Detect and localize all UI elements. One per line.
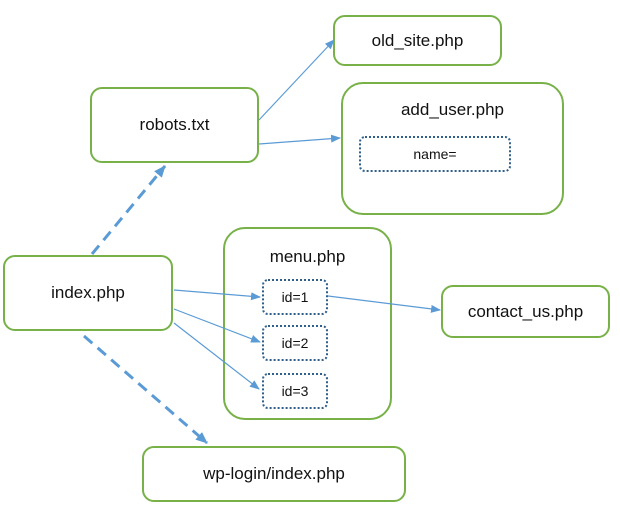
param-id-2: id=2	[262, 325, 328, 361]
node-label: add_user.php	[400, 100, 505, 119]
node-label: menu.php	[269, 247, 346, 266]
param-name: name=	[359, 136, 511, 172]
param-label: id=3	[281, 383, 309, 399]
edge-index-to-robots	[90, 165, 167, 255]
edge-robots-to-add-user	[258, 134, 341, 145]
param-id-3: id=3	[262, 373, 328, 409]
node-menu-php: menu.php id=1 id=2 id=3	[223, 227, 392, 420]
node-label: wp-login/index.php	[203, 464, 345, 483]
node-label: index.php	[51, 283, 125, 302]
node-index-php: index.php	[3, 255, 173, 331]
param-label: id=2	[281, 335, 309, 351]
param-label: id=1	[281, 289, 309, 305]
node-label: contact_us.php	[467, 301, 584, 321]
node-contact-us-php: contact_us.php	[441, 285, 610, 338]
edge-index-to-wp-login	[83, 334, 208, 445]
node-add-user-php: add_user.php name=	[341, 82, 564, 215]
node-label: robots.txt	[139, 115, 210, 134]
node-robots-txt: robots.txt	[90, 87, 259, 163]
param-label: name=	[413, 146, 457, 162]
edge-robots-to-old-site	[258, 39, 335, 121]
node-wp-login-index-php: wp-login/index.php	[142, 446, 406, 502]
node-old-site-php: old_site.php	[333, 15, 502, 66]
param-id-1: id=1	[262, 279, 328, 315]
node-label: old_site.php	[371, 30, 464, 50]
